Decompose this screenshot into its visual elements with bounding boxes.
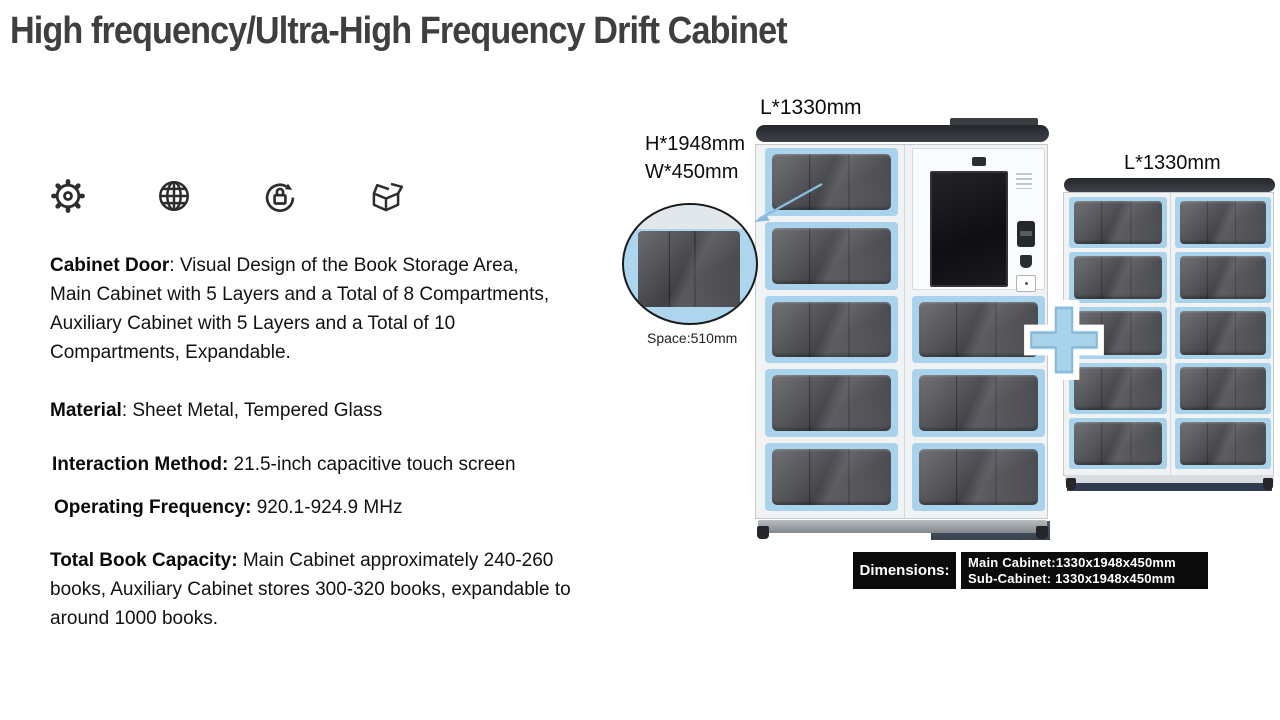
locker-column-right	[1175, 197, 1271, 469]
barcode-scanner	[1020, 255, 1032, 268]
spec-label: Total Book Capacity:	[50, 550, 238, 571]
locker-door	[765, 295, 898, 364]
main-cabinet	[755, 118, 1050, 542]
dimensions-label: Dimensions:	[853, 552, 956, 589]
spec-book-capacity: Total Book Capacity: Main Cabinet approx…	[50, 550, 571, 629]
spec-label: Interaction Method:	[52, 454, 229, 475]
card-reader	[1017, 221, 1035, 247]
main-cabinet-dimensions: Main Cabinet:1330x1948x450mm	[968, 554, 1176, 570]
globe-icon	[159, 181, 189, 211]
locker-door	[1175, 252, 1271, 304]
control-panel	[912, 148, 1045, 292]
locker-door	[765, 221, 898, 290]
caster-wheel	[1066, 478, 1076, 490]
main-cabinet-height-label: H*1948mm	[645, 133, 746, 155]
sub-cabinet-dimensions: Sub-Cabinet: 1330x1948x450mm	[968, 570, 1176, 586]
cabinet-top-bar	[756, 125, 1049, 142]
cabinet-body	[755, 144, 1048, 519]
touch-screen	[930, 171, 1008, 287]
spec-material: Material: Sheet Metal, Tempered Glass	[50, 400, 383, 421]
locker-column-left	[765, 148, 898, 511]
dimensions-values: Main Cabinet:1330x1948x450mm Sub-Cabinet…	[961, 552, 1208, 589]
spec-interaction-method: Interaction Method: 21.5-inch capacitive…	[52, 454, 516, 475]
locker-door	[765, 369, 898, 438]
cabinet-top-step	[950, 118, 1038, 127]
gear-icon	[51, 179, 85, 213]
open-box-icon	[372, 182, 404, 212]
cabinet-divider	[904, 145, 905, 518]
spec-label: Material	[50, 400, 122, 421]
caster-wheel	[757, 526, 769, 539]
feature-icons-row	[48, 176, 406, 216]
spec-cabinet-door: Cabinet Door: Visual Design of the Book …	[50, 255, 550, 363]
locker-door	[1069, 252, 1167, 304]
page-title: High frequency/Ultra-High Frequency Drif…	[10, 10, 788, 52]
cabinet-base	[758, 520, 1047, 533]
locker-door	[912, 443, 1045, 511]
lock-rotate-icon	[265, 183, 295, 212]
main-cabinet-length-label: L*1330mm	[760, 96, 862, 119]
magnifier-callout	[622, 203, 758, 325]
compartment-space-label: Space:510mm	[647, 330, 738, 346]
locker-door	[1069, 362, 1167, 414]
locker-column-left	[1069, 197, 1167, 469]
locker-door	[912, 295, 1045, 364]
locker-door	[1069, 197, 1167, 249]
plus-icon	[1024, 300, 1104, 380]
locker-door	[912, 369, 1045, 438]
main-cabinet-width-label: W*450mm	[645, 161, 739, 183]
locker-column-right	[912, 148, 1045, 511]
camera	[971, 157, 986, 166]
return-button	[1016, 275, 1036, 292]
spec-label: Cabinet Door	[50, 255, 170, 276]
spec-operating-frequency: Operating Frequency: 920.1-924.9 MHz	[54, 497, 403, 518]
floor-shadow	[1067, 483, 1272, 491]
magnified-locker-door	[638, 231, 740, 307]
aux-cabinet-length-label: L*1330mm	[1124, 152, 1221, 174]
dimensions-box: Dimensions: Main Cabinet:1330x1948x450mm…	[853, 552, 1208, 589]
spec-label: Operating Frequency:	[54, 497, 252, 518]
cabinet-top-bar	[1064, 178, 1275, 192]
locker-door	[1175, 417, 1271, 469]
locker-door	[1175, 307, 1271, 359]
caster-wheel	[1263, 478, 1273, 490]
cabinet-divider	[1170, 193, 1171, 475]
locker-door	[1175, 197, 1271, 249]
caster-wheel	[1036, 526, 1048, 539]
locker-door	[765, 443, 898, 511]
locker-door	[1069, 417, 1167, 469]
speaker-vents	[1016, 173, 1032, 189]
locker-door	[1175, 362, 1271, 414]
callout-arrow	[754, 182, 823, 222]
cabinet-base	[1065, 475, 1274, 484]
